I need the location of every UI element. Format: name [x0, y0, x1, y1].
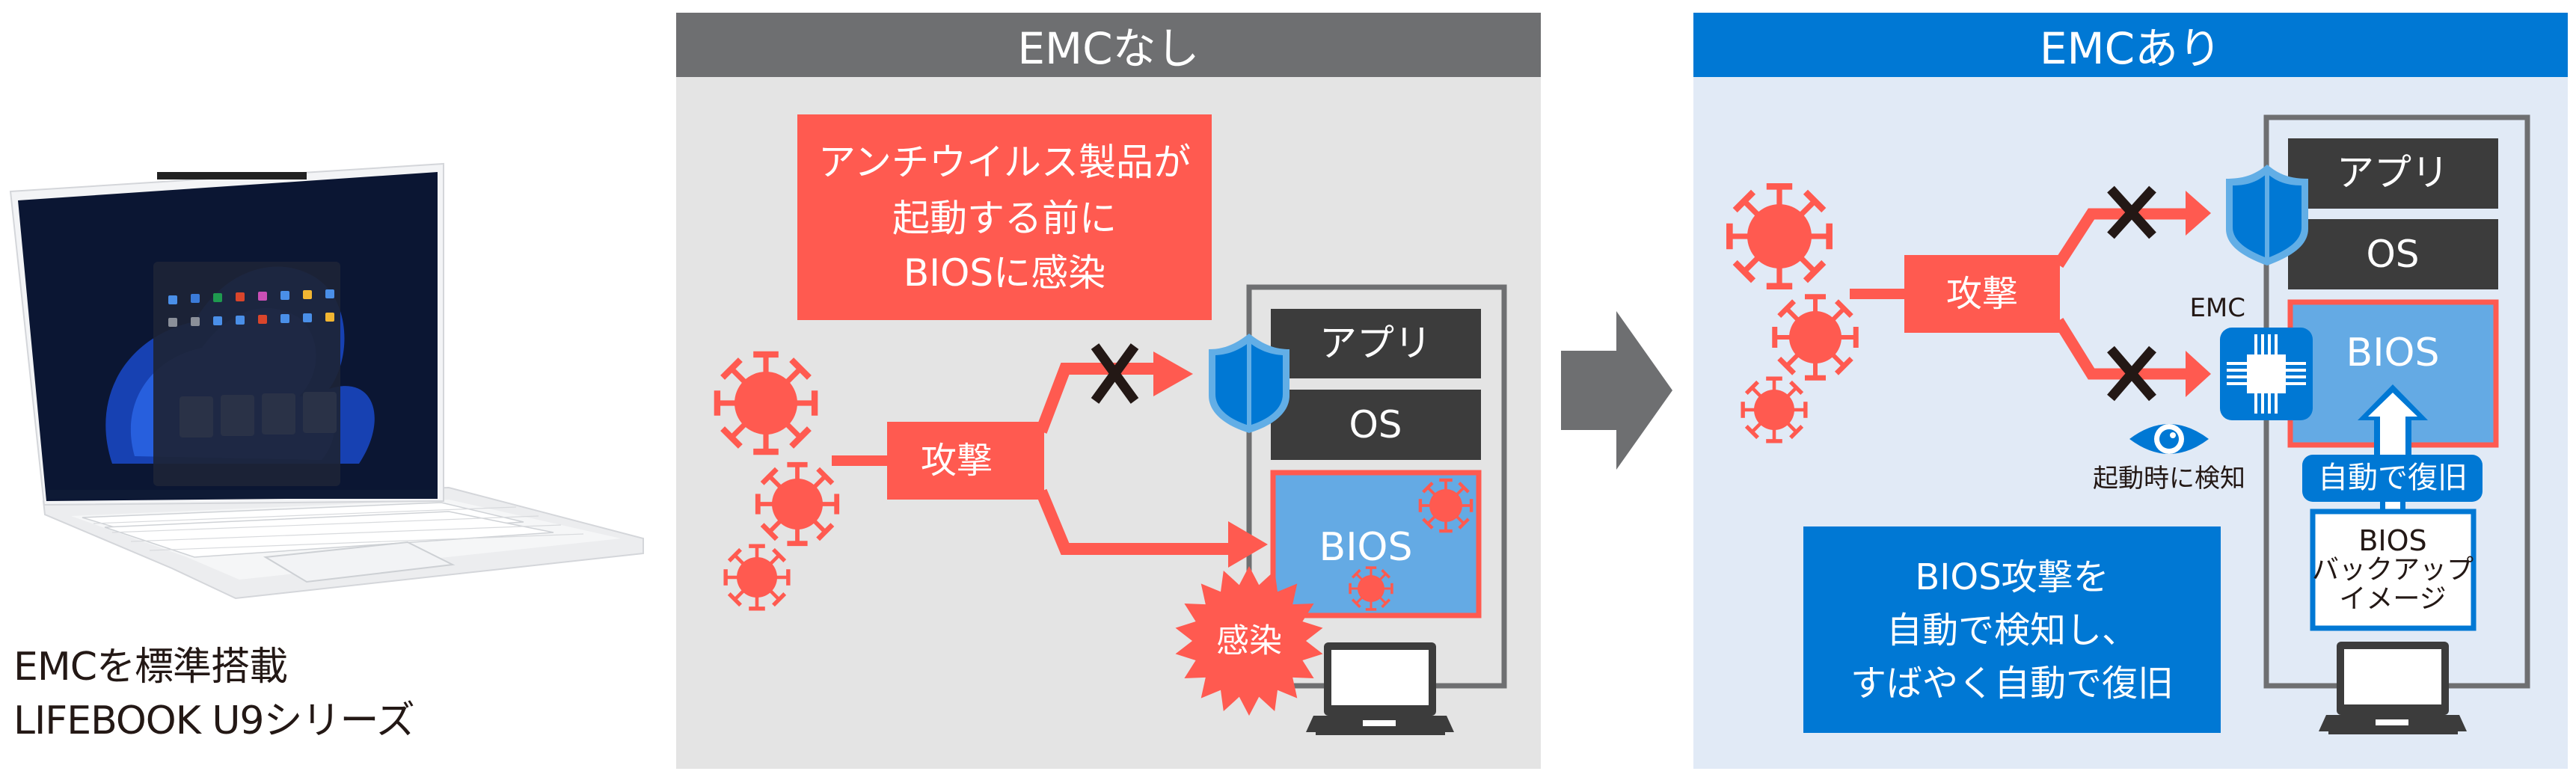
- panel-with-emc-header: EMCあり: [1693, 13, 2568, 77]
- emc-benefit-line-2: 自動で検知し、: [1886, 609, 2138, 651]
- virus-icon: [1349, 566, 1393, 611]
- layer-app: [1271, 309, 1481, 378]
- attack-path-lower: [2053, 318, 2191, 380]
- emc-benefit-line-3: すばやく自動で復旧: [1850, 663, 2174, 704]
- emc-benefit-line-1: BIOS攻撃を: [1915, 556, 2109, 598]
- layer-app-label: アプリ: [2337, 151, 2449, 194]
- laptop-icon: [2319, 642, 2467, 734]
- attack-connector: [832, 455, 889, 466]
- virus-icon: [755, 461, 840, 547]
- layer-bios-label: BIOS: [2346, 331, 2440, 375]
- attack-path-upper: [2053, 208, 2191, 268]
- emc-label: EMC: [2189, 293, 2245, 323]
- virus-icon: [714, 351, 818, 455]
- without-emc-diagram: アンチウイルス製品が 起動する前に BIOSに感染 アプリ OS BIOS 攻撃: [714, 114, 1507, 735]
- blocked-cross-icon: [2107, 185, 2156, 239]
- attack-path-upper: [1035, 363, 1159, 434]
- layer-os-label: OS: [1349, 403, 1402, 446]
- bios-backup-line-3: イメージ: [2339, 584, 2446, 615]
- panel-with-emc: EMCあり 攻撃 アプリ OS BIOS: [1693, 13, 2568, 769]
- layer-os: [2288, 219, 2498, 289]
- attack-arrowhead-upper: [1153, 351, 1193, 396]
- warning-line-2: 起動する前に: [892, 197, 1117, 240]
- virus-icon: [1741, 376, 1808, 443]
- attack-connector: [1850, 289, 1906, 299]
- attack-path-lower: [1035, 488, 1233, 555]
- warning-line-3: BIOSに感染: [904, 251, 1105, 295]
- attack-arrowhead-upper: [2186, 191, 2211, 236]
- layer-os-label: OS: [2366, 233, 2419, 276]
- blocked-cross-icon: [1091, 343, 1139, 404]
- panel-without-emc: EMCなし アンチウイルス製品が 起動する前に BIOSに感染 アプリ OS B…: [676, 13, 1541, 769]
- keyboard-keys: [82, 502, 554, 558]
- emc-chip-icon: [2220, 328, 2313, 420]
- virus-icon: [723, 544, 791, 611]
- attack-label: 攻撃: [921, 440, 993, 482]
- warning-line-1: アンチウイルス製品が: [818, 141, 1191, 184]
- laptop-icon: [1306, 642, 1454, 735]
- laptop-illustration: [9, 162, 644, 600]
- attack-box: [887, 422, 1044, 500]
- layer-bios-label: BIOS: [1319, 525, 1413, 570]
- layer-os: [1271, 390, 1481, 460]
- bios-backup-line-2: バックアップ: [2312, 555, 2474, 586]
- infection-label: 感染: [1216, 622, 1282, 660]
- bios-backup-box: [2310, 509, 2477, 631]
- panel-without-emc-header: EMCなし: [676, 13, 1541, 77]
- infection-burst: [1175, 566, 1323, 716]
- layer-app-label: アプリ: [1319, 322, 1432, 365]
- start-menu-icons: [168, 289, 337, 437]
- auto-restore-label: 自動で復旧: [2318, 461, 2468, 495]
- with-emc-diagram: 攻撃 アプリ OS BIOS 自動で復旧 BI: [1726, 114, 2530, 734]
- layer-app: [2288, 138, 2498, 209]
- keyboard-grid-lines: [93, 506, 584, 551]
- start-menu: [153, 262, 340, 486]
- antivirus-shield-icon: [2226, 165, 2308, 265]
- auto-restore-badge: [2302, 455, 2483, 502]
- detect-label: 起動時に検知: [2093, 464, 2245, 494]
- attack-label: 攻撃: [1946, 273, 2018, 315]
- emc-benefit-box: [1803, 526, 2221, 733]
- product-caption-line2: LIFEBOOK U9シリーズ: [13, 698, 415, 743]
- taskbar: [46, 490, 438, 499]
- touchpad: [263, 541, 456, 583]
- attack-arrowhead-lower: [2186, 351, 2211, 397]
- detect-eye-icon: [2129, 424, 2209, 454]
- virus-icon: [1418, 478, 1473, 533]
- warning-box: [797, 114, 1212, 320]
- transition-arrow-icon: [1561, 311, 1672, 470]
- virus-icon: [1772, 294, 1859, 381]
- attack-arrowhead-lower: [1228, 521, 1268, 568]
- attack-box: [1904, 255, 2060, 333]
- blocked-cross-icon: [2107, 346, 2156, 402]
- product-caption-line1: EMCを標準搭載: [13, 645, 288, 690]
- product-laptop-photo: [0, 150, 673, 613]
- webcam-bar: [157, 172, 307, 179]
- virus-icon: [1726, 183, 1833, 289]
- bios-backup-line-1: BIOS: [2358, 524, 2426, 557]
- antivirus-shield-icon: [1209, 334, 1289, 433]
